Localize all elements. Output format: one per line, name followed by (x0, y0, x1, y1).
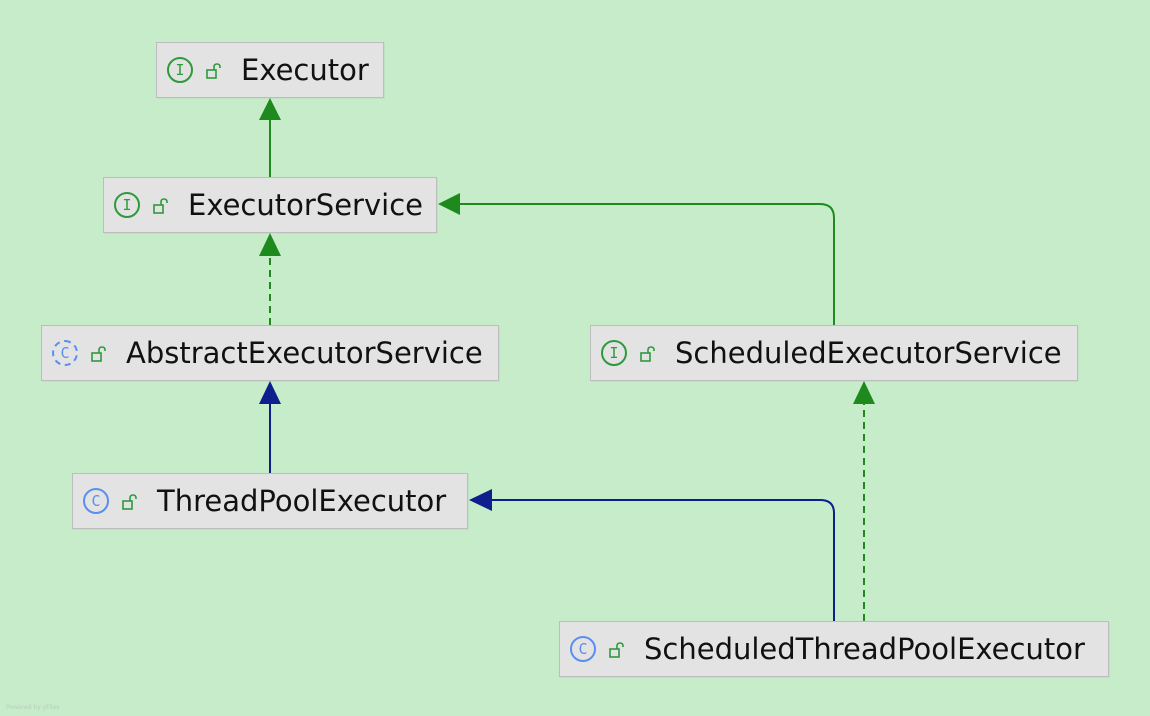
node-name: ScheduledExecutorService (675, 336, 1062, 370)
interface-icon: I (601, 340, 627, 366)
node-scheduled-executor-service[interactable]: I ScheduledExecutorService (590, 325, 1078, 381)
edge-scheduledexecutorservice-to-executorservice (438, 193, 835, 325)
lock-open-icon (206, 63, 221, 79)
node-executor[interactable]: I Executor (156, 42, 384, 98)
node-name: ExecutorService (188, 188, 423, 222)
node-scheduled-thread-pool-executor[interactable]: C ScheduledThreadPoolExecutor (559, 621, 1109, 677)
lock-open-icon (122, 494, 137, 510)
powered-by-footer: Powered by yFiles (6, 704, 60, 711)
edge-executorservice-to-executor (259, 98, 281, 177)
edge-abstractexecutorservice-to-executorservice (259, 233, 281, 325)
class-icon: C (83, 488, 109, 514)
node-abstract-executor-service[interactable]: C AbstractExecutorService (41, 325, 499, 381)
abstract-class-icon: C (52, 340, 78, 366)
edge-threadpoolexecutor-to-abstractexecutorservice (259, 381, 281, 473)
edge-scheduledthreadpoolexecutor-to-scheduledexecutorservice (853, 381, 875, 621)
lock-open-icon (640, 346, 655, 362)
interface-icon: I (167, 57, 193, 83)
node-thread-pool-executor[interactable]: C ThreadPoolExecutor (72, 473, 468, 529)
node-name: Executor (241, 53, 369, 87)
class-icon: C (570, 636, 596, 662)
edge-scheduledthreadpoolexecutor-to-threadpoolexecutor (469, 489, 835, 621)
node-name: AbstractExecutorService (126, 336, 483, 370)
node-name: ScheduledThreadPoolExecutor (644, 632, 1085, 666)
interface-icon: I (114, 192, 140, 218)
lock-open-icon (91, 346, 106, 362)
lock-open-icon (609, 642, 624, 658)
node-name: ThreadPoolExecutor (157, 484, 447, 518)
lock-open-icon (153, 198, 168, 214)
node-executor-service[interactable]: I ExecutorService (103, 177, 437, 233)
